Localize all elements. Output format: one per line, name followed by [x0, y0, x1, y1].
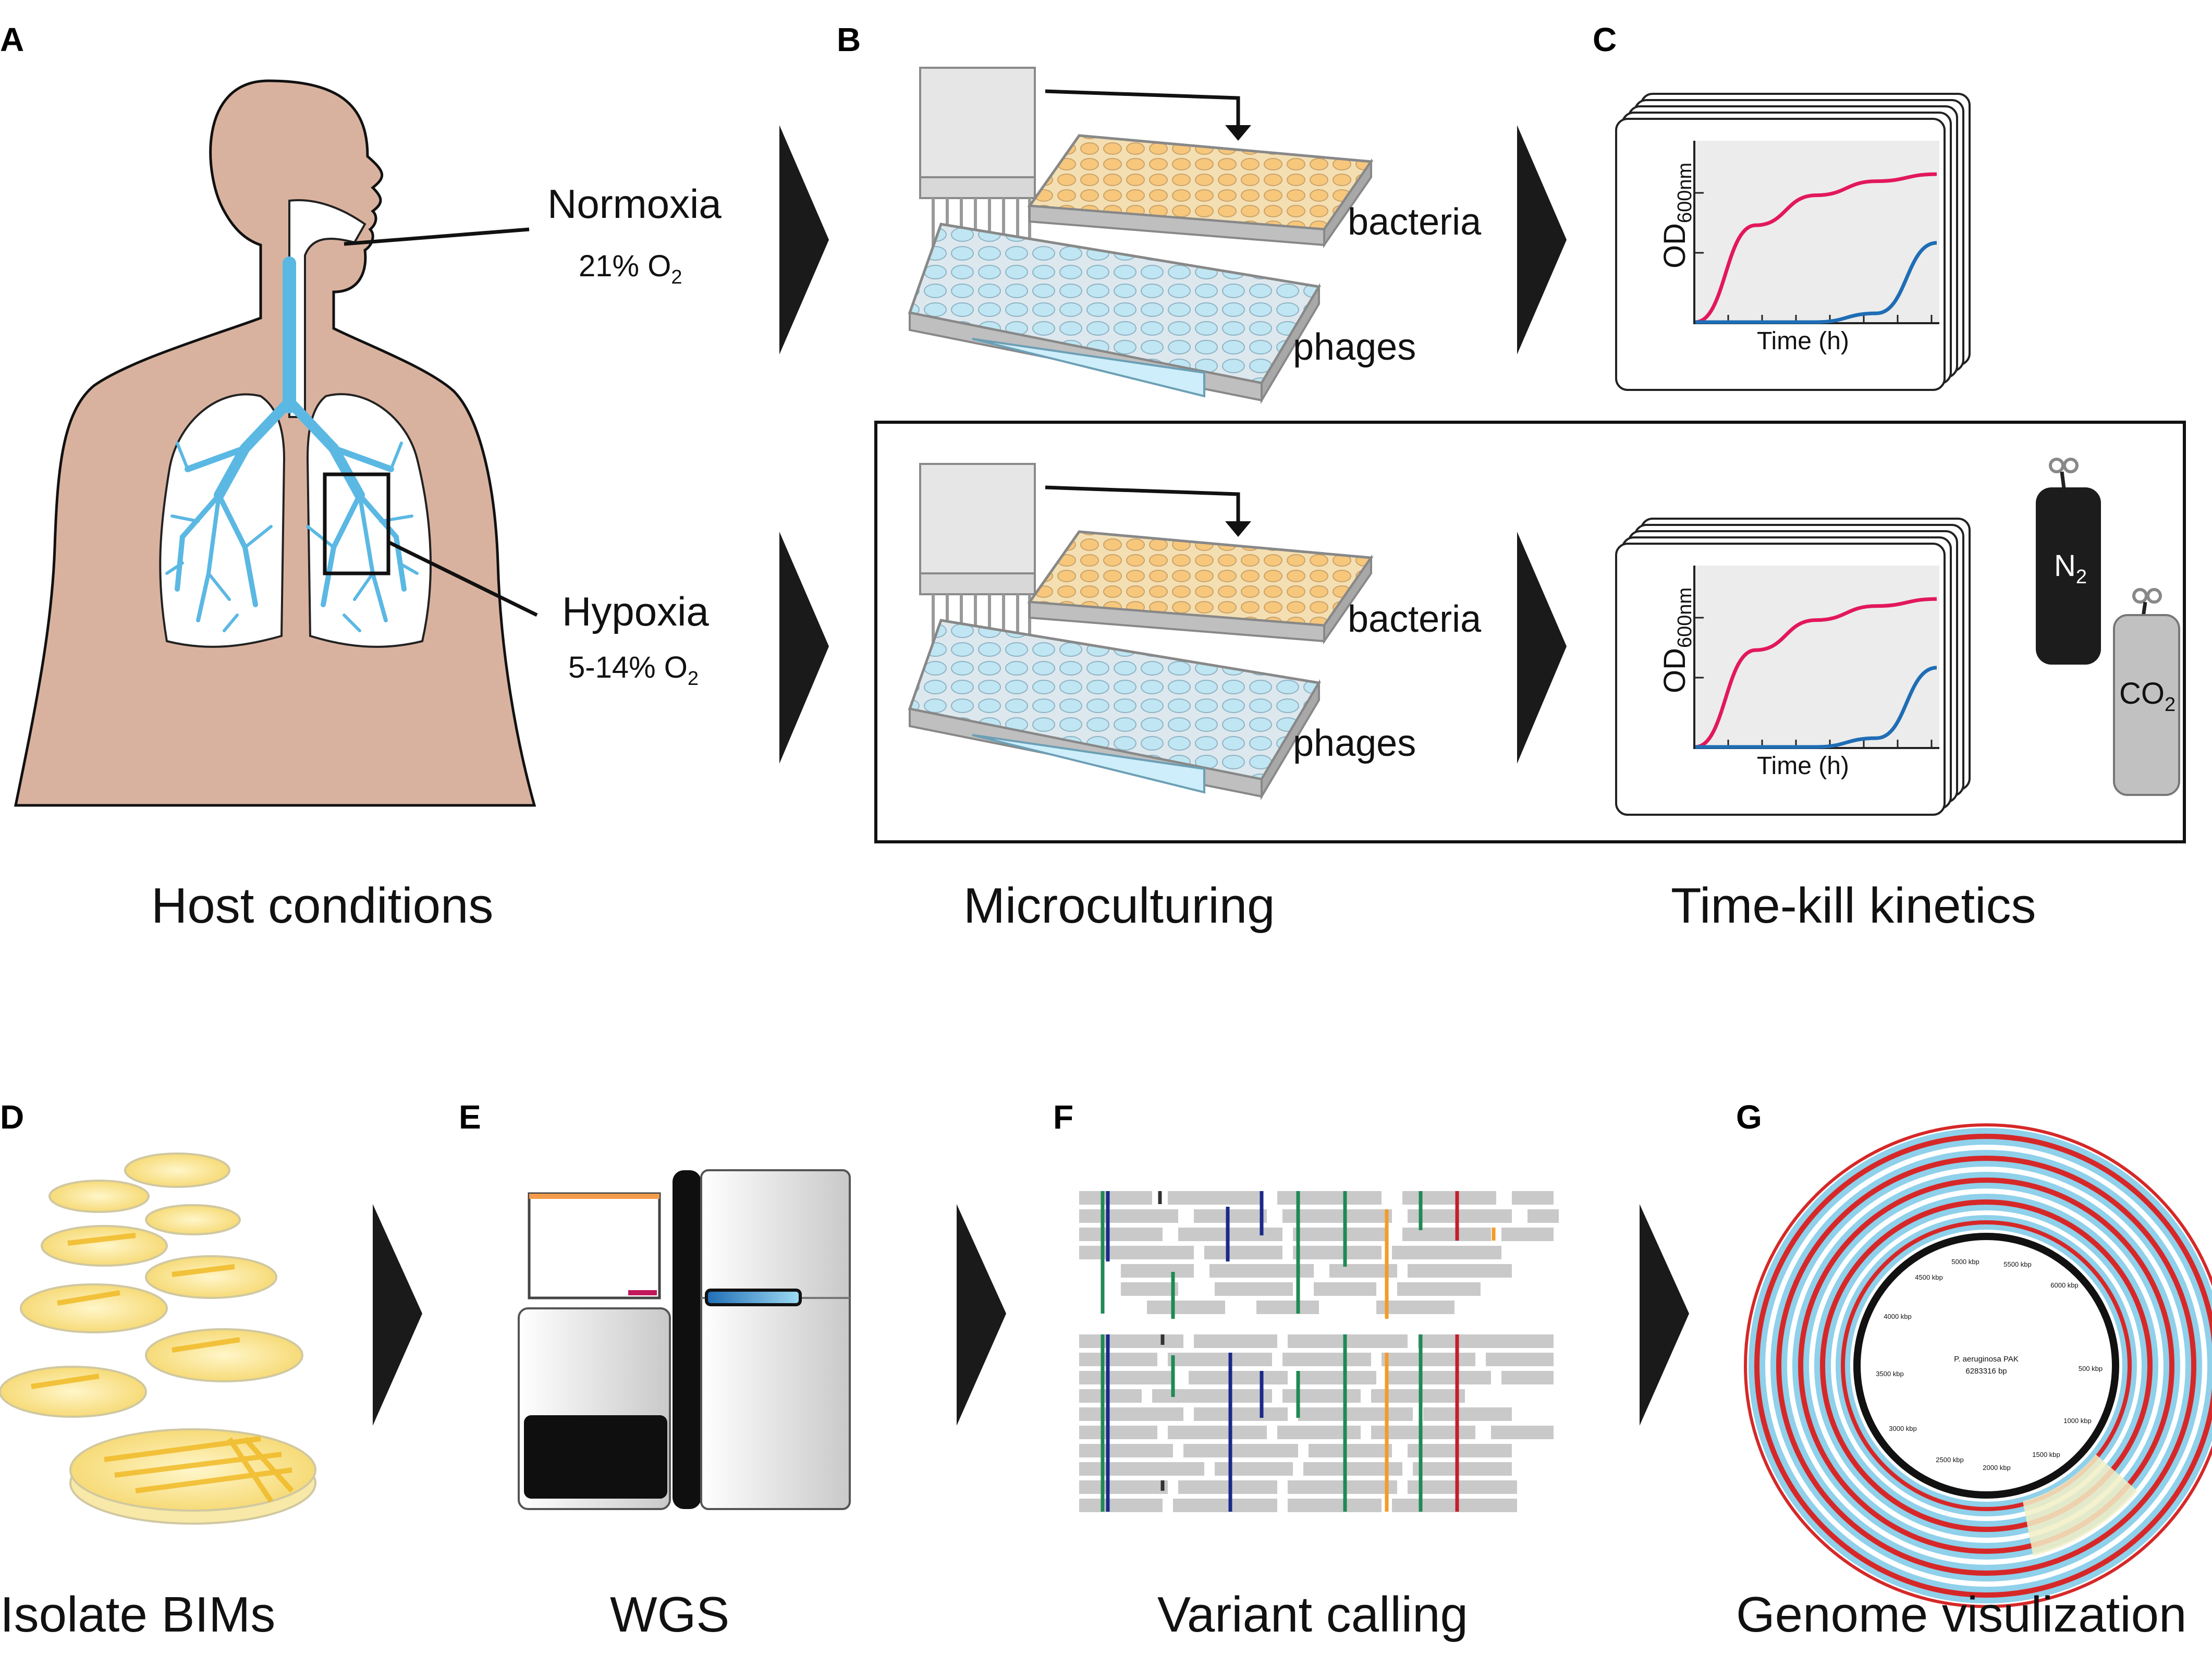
- svg-text:1500 kbp: 1500 kbp: [2032, 1451, 2060, 1458]
- caption-microculturing: Microculturing: [963, 878, 1275, 934]
- series-line-bacteria-bottom: [1695, 597, 1937, 749]
- time-kill-graph-hypoxia: [1615, 518, 1971, 816]
- x-axis-label-top: Time (h): [1757, 327, 1849, 355]
- microculture-setup-hypoxia: [910, 464, 1371, 796]
- petri-dishes-illustration: [0, 1153, 316, 1525]
- caption-host-conditions: Host conditions: [151, 878, 493, 934]
- arrow-a-to-b-top: [779, 125, 829, 354]
- arrow-a-to-b-bottom: [779, 532, 829, 764]
- n2-gas-cylinder-icon: [2036, 458, 2101, 665]
- panel-label-b: B: [837, 21, 861, 58]
- hypoxia-condition-box: [874, 421, 2186, 843]
- caption-wgs: WGS: [610, 1587, 729, 1642]
- hypoxia-label: Hypoxia: [562, 589, 709, 634]
- arrow-d-to-e: [373, 1204, 422, 1426]
- genome-organism-label: P. aeruginosa PAK: [1954, 1355, 2019, 1364]
- bacteria-label-top: bacteria: [1348, 201, 1482, 243]
- y-axis-label-bottom: OD600nm: [1658, 587, 1696, 693]
- svg-text:4000 kbp: 4000 kbp: [1884, 1313, 1912, 1320]
- caption-variant-calling: Variant calling: [1157, 1587, 1468, 1642]
- circular-genome-map: 500 kbp 1000 kbp 1500 kbp 2000 kbp 2500 …: [1744, 1123, 2212, 1608]
- svg-text:1000 kbp: 1000 kbp: [2063, 1417, 2092, 1425]
- series-line-phage-top: [1695, 241, 1937, 324]
- arrow-b-to-c-top: [1517, 125, 1567, 354]
- genome-tick-labels: 500 kbp 1000 kbp 1500 kbp 2000 kbp 2500 …: [1876, 1258, 2103, 1472]
- caption-genome-visualization: Genome visulization: [1736, 1587, 2186, 1642]
- svg-text:5000 kbp: 5000 kbp: [1951, 1258, 1979, 1266]
- panel-label-c: C: [1593, 21, 1617, 58]
- caption-isolate-bims: Isolate BIMs: [0, 1587, 275, 1642]
- co2-label: CO2: [2119, 677, 2176, 716]
- panel-label-d: D: [0, 1098, 24, 1136]
- panel-label-a: A: [0, 21, 24, 58]
- panel-label-g: G: [1736, 1098, 1762, 1136]
- caption-time-kill-kinetics: Time-kill kinetics: [1671, 878, 2036, 934]
- svg-text:4500 kbp: 4500 kbp: [1915, 1273, 1943, 1281]
- sequencer-machine-illustration: [518, 1169, 851, 1510]
- genome-length-label: 6283316 bp: [1965, 1367, 2007, 1376]
- variant-marks: [1101, 1191, 1496, 1512]
- svg-text:3000 kbp: 3000 kbp: [1889, 1425, 1917, 1432]
- hypoxia-o2-label: 5-14% O2: [568, 651, 699, 690]
- phages-label-top: phages: [1293, 326, 1416, 368]
- svg-text:2500 kbp: 2500 kbp: [1936, 1456, 1964, 1464]
- y-axis-label-top: OD600nm: [1658, 163, 1696, 268]
- co2-gas-cylinder-icon: [2113, 588, 2180, 796]
- series-line-phage-bottom: [1695, 666, 1937, 749]
- svg-text:500 kbp: 500 kbp: [2079, 1365, 2103, 1372]
- human-torso-illustration: [14, 79, 538, 807]
- bacteria-label-bottom: bacteria: [1348, 598, 1482, 640]
- microculture-setup-normoxia: [910, 68, 1371, 400]
- svg-text:5500 kbp: 5500 kbp: [2003, 1260, 2032, 1268]
- series-line-bacteria-top: [1695, 172, 1937, 324]
- read-alignment-illustration: [1079, 1191, 1559, 1512]
- svg-text:2000 kbp: 2000 kbp: [1983, 1464, 2011, 1472]
- phages-label-bottom: phages: [1293, 722, 1416, 764]
- n2-label: N2: [2054, 549, 2087, 588]
- time-kill-graph-normoxia: [1615, 93, 1971, 391]
- normoxia-o2-label: 21% O2: [579, 249, 682, 288]
- x-axis-label-bottom: Time (h): [1757, 752, 1849, 780]
- panel-label-e: E: [459, 1098, 481, 1136]
- svg-text:3500 kbp: 3500 kbp: [1876, 1370, 1904, 1378]
- arrow-f-to-g: [1640, 1204, 1689, 1426]
- svg-text:6000 kbp: 6000 kbp: [2050, 1281, 2079, 1289]
- panel-label-f: F: [1053, 1098, 1073, 1136]
- arrow-e-to-f: [957, 1204, 1006, 1426]
- normoxia-label: Normoxia: [547, 181, 722, 227]
- arrow-b-to-c-bottom: [1517, 532, 1567, 764]
